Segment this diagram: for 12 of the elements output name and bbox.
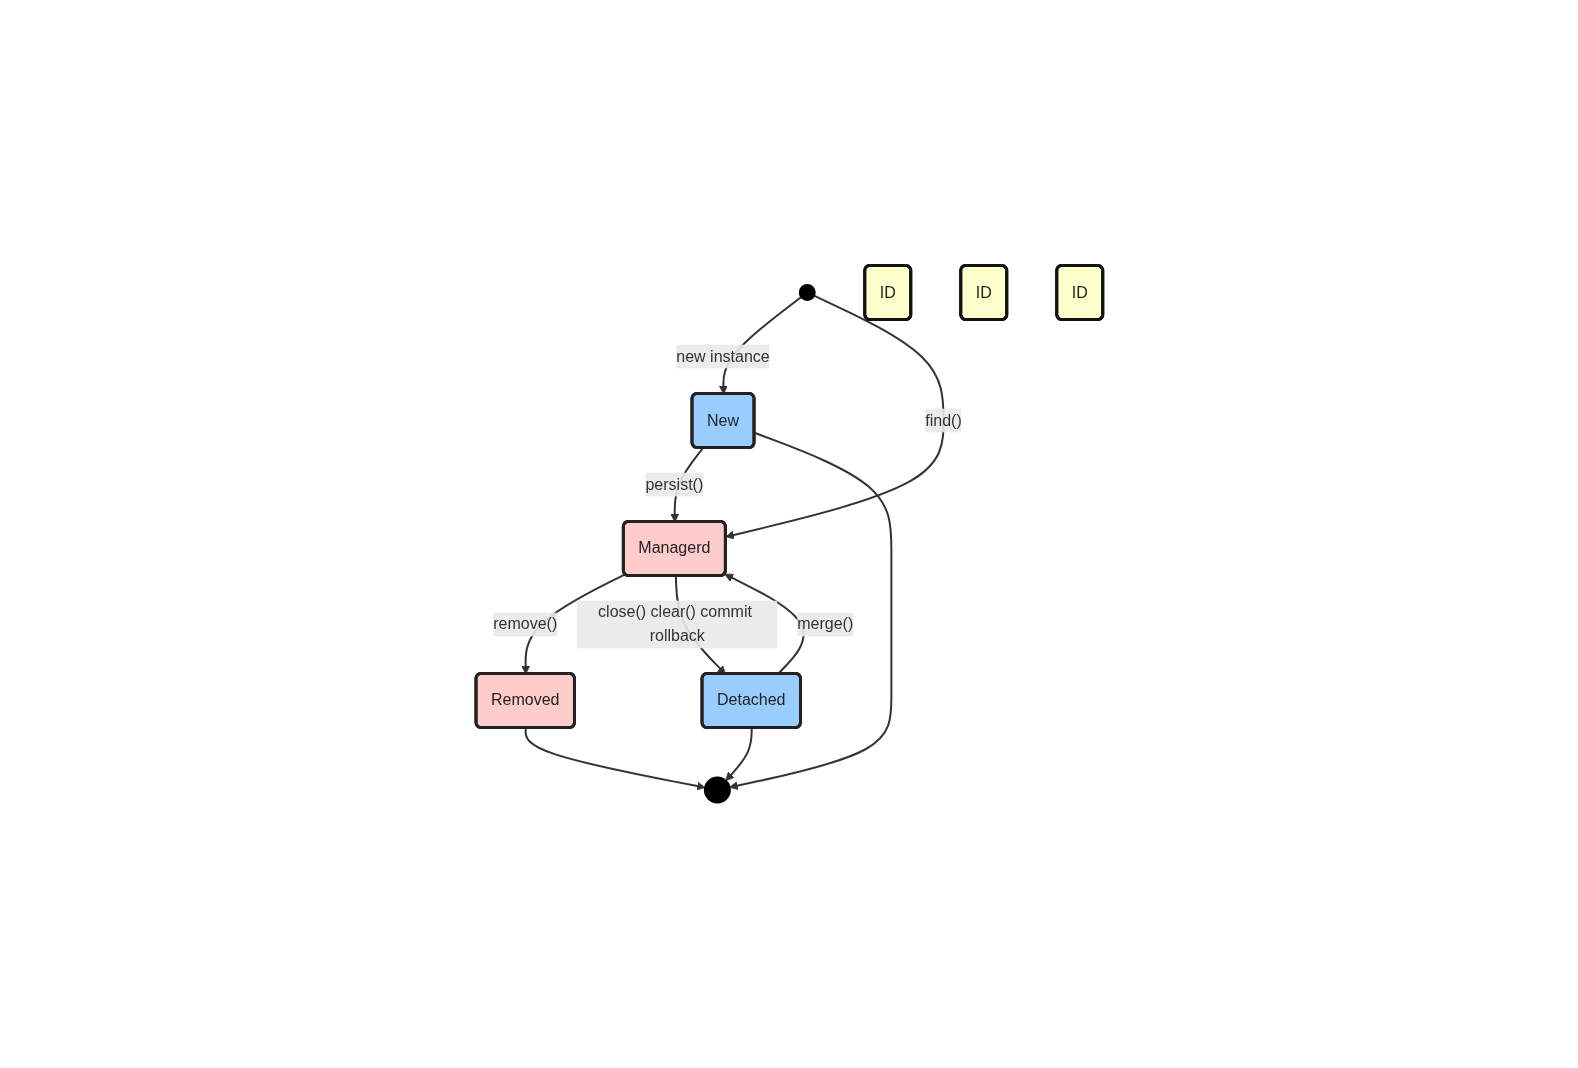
edge-label: close() clear() commit rollback [597, 603, 752, 645]
arrow [728, 431, 892, 790]
arrow [725, 727, 753, 782]
node-circle [703, 776, 731, 804]
node-circle [798, 284, 816, 301]
edge-label: remove() [492, 615, 557, 633]
arrow [725, 294, 945, 540]
edge-label: persist() [645, 475, 703, 493]
edge-label: find() [924, 411, 962, 429]
arrow [524, 727, 706, 791]
edge-label: merge() [796, 615, 853, 633]
edge-label: new instance [675, 347, 770, 365]
